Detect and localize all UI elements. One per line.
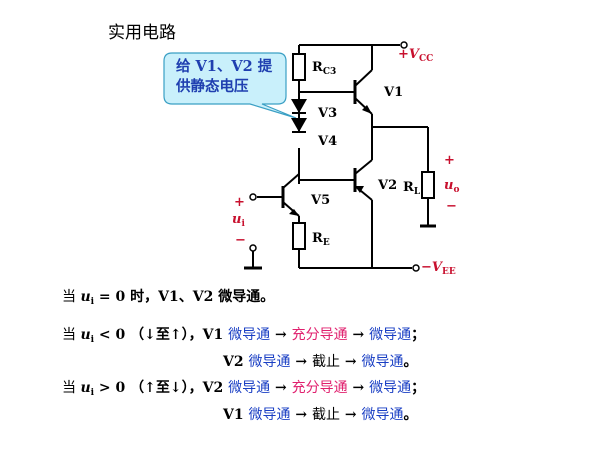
label-out-plus: + [444,153,455,168]
label-rc3: RC3 [312,60,337,77]
terminal-vee [412,264,420,272]
explain-line-1: 当 ui = 0 时，V1、V2 微导通。 [62,289,275,307]
label-out-minus: − [446,199,457,214]
label-re: RE [312,231,330,248]
terminal-input [249,193,257,201]
label-in-plus: + [234,195,245,210]
label-ui: ui [232,212,245,229]
explain-line-5: V1 微导通 → 截止 → 微导通。 [223,407,418,423]
callout-bubble [163,52,297,119]
resistor-rl [421,171,435,199]
terminal-vcc [400,41,408,49]
explain-line-3: V2 微导通 → 截止 → 微导通。 [223,354,418,370]
terminal-input-gnd [249,244,257,252]
callout-text: 给 V1、V2 提 供静态电压 [176,58,273,95]
label-uo: uo [444,178,460,195]
label-in-minus: − [235,233,246,248]
label-v2: V2 [378,178,398,193]
page-title: 实用电路 [108,23,176,43]
label-v3: V3 [318,106,338,121]
resistor-re [292,222,306,250]
label-v1: V1 [384,85,404,100]
label-v5: V5 [311,193,331,208]
diode-v4 [291,118,307,132]
label-vcc: +VCC [398,47,434,64]
resistor-rc3 [292,53,306,81]
label-vee: −VEE [421,260,456,277]
explain-line-2: 当 ui < 0 （↓至↑），V1 微导通 → 充分导通 → 微导通； [62,327,426,345]
label-v4: V4 [318,134,338,149]
label-rl: RL [403,180,421,197]
diode-v3 [291,99,307,113]
explain-line-4: 当 ui > 0 （↑至↓），V2 微导通 → 充分导通 → 微导通； [62,380,426,398]
